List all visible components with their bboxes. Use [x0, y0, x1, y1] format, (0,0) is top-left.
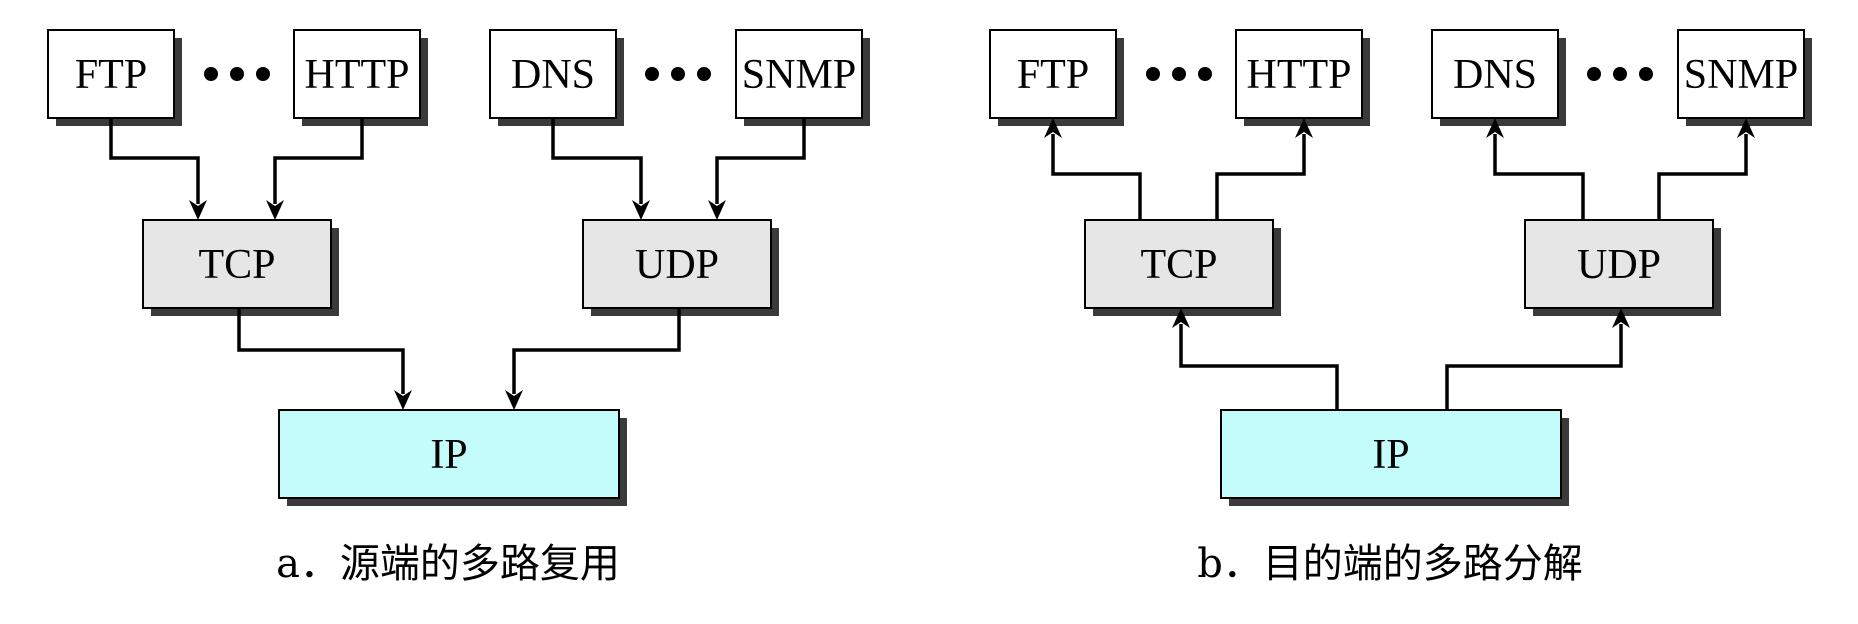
transport-box-udp-label: UDP — [635, 242, 719, 288]
app-box-http-label: HTTP — [1247, 52, 1352, 98]
app-box-snmp: SNMP — [1677, 29, 1812, 126]
app-box-dns-label: DNS — [511, 52, 595, 98]
app-box-dns: DNS — [1431, 29, 1566, 126]
arrow-dns-to-udp — [551, 118, 650, 220]
transport-box-tcp: TCP — [1084, 219, 1281, 316]
app-box-dns-rect — [1431, 29, 1559, 119]
diagram-b: FTP HTTP DNS SNMP TCP UDP IP b．目的端的多路分解 — [989, 29, 1812, 587]
app-box-snmp-label: SNMP — [1684, 52, 1798, 98]
network-box-ip: IP — [278, 409, 627, 506]
app-box-http: HTTP — [293, 29, 428, 126]
arrow-ip-to-tcp — [1172, 308, 1339, 410]
app-box-snmp-label: SNMP — [742, 52, 856, 98]
diagram-a: FTP HTTP DNS SNMP TCP UDP IP a．源端的多路复用 — [47, 29, 870, 587]
ellipsis-dots-udp-apps — [1587, 67, 1653, 81]
app-box-ftp-label: FTP — [1017, 52, 1089, 98]
app-box-http-label: HTTP — [305, 52, 410, 98]
arrow-udp-to-dns — [1486, 118, 1585, 220]
transport-box-udp: UDP — [582, 219, 779, 316]
arrow-tcp-to-ftp — [1044, 118, 1142, 220]
transport-box-tcp-rect — [1084, 219, 1274, 309]
app-box-ftp: FTP — [989, 29, 1124, 126]
arrow-ip-to-udp — [1445, 308, 1630, 410]
app-box-ftp: FTP — [47, 29, 182, 126]
network-box-ip-label: IP — [1372, 432, 1409, 478]
diagram-caption-b: b．目的端的多路分解 — [1197, 541, 1583, 587]
network-box-ip-label: IP — [430, 432, 467, 478]
ellipsis-dots-udp-apps — [645, 67, 711, 81]
app-box-snmp-rect — [735, 29, 863, 119]
app-box-snmp: SNMP — [735, 29, 870, 126]
app-box-http-rect — [293, 29, 421, 119]
arrow-udp-to-snmp — [1657, 118, 1755, 220]
transport-box-udp-label: UDP — [1577, 242, 1661, 288]
transport-box-udp: UDP — [1524, 219, 1721, 316]
network-box-ip-rect — [278, 409, 620, 499]
transport-box-tcp-label: TCP — [198, 242, 275, 288]
transport-box-tcp: TCP — [142, 219, 339, 316]
arrow-http-to-tcp — [266, 118, 364, 220]
transport-box-udp-rect — [582, 219, 772, 309]
app-box-dns: DNS — [489, 29, 624, 126]
ellipsis-dots-tcp-apps — [204, 67, 270, 81]
transport-box-tcp-rect — [142, 219, 332, 309]
network-box-ip: IP — [1220, 409, 1569, 506]
arrow-tcp-to-http — [1215, 118, 1313, 220]
arrow-udp-to-ip — [505, 308, 681, 410]
app-box-http: HTTP — [1235, 29, 1370, 126]
app-box-ftp-rect — [47, 29, 175, 119]
app-box-snmp-rect — [1677, 29, 1805, 119]
app-box-ftp-rect — [989, 29, 1117, 119]
transport-box-tcp-label: TCP — [1140, 242, 1217, 288]
diagram-caption-a: a．源端的多路复用 — [276, 541, 620, 587]
app-box-ftp-label: FTP — [75, 52, 147, 98]
arrow-ftp-to-tcp — [109, 118, 207, 220]
app-box-dns-label: DNS — [1453, 52, 1537, 98]
app-box-http-rect — [1235, 29, 1363, 119]
arrow-snmp-to-udp — [708, 118, 806, 220]
arrow-tcp-to-ip — [237, 308, 412, 410]
ellipsis-dots-tcp-apps — [1146, 67, 1212, 81]
transport-box-udp-rect — [1524, 219, 1714, 309]
network-box-ip-rect — [1220, 409, 1562, 499]
